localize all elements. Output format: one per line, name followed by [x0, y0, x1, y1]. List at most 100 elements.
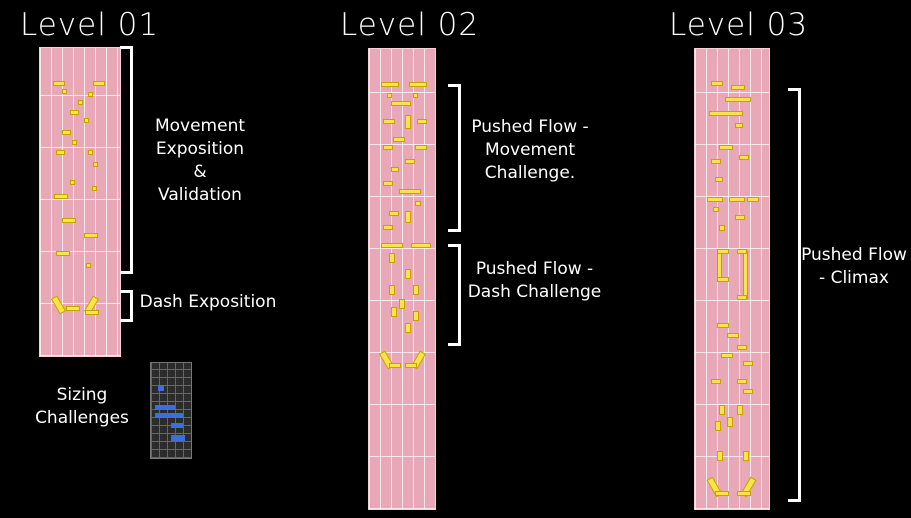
label-line: Pushed Flow -: [475, 259, 594, 279]
level-01-map: [39, 47, 121, 357]
platform: [84, 118, 89, 123]
sizing-block: [158, 385, 164, 391]
platform: [413, 285, 419, 295]
level-03-title: Level 03: [669, 7, 809, 43]
level-02-section-2-label: Pushed Flow - Dash Challenge: [462, 258, 607, 304]
platform: [405, 159, 415, 164]
platform: [729, 197, 745, 202]
platform: [413, 93, 418, 98]
sizing-block: [171, 435, 185, 441]
level-02-section-2-bracket: [448, 244, 461, 346]
platform: [62, 218, 76, 223]
platform: [93, 81, 105, 86]
label-line: Challenge.: [484, 163, 576, 183]
platform: [747, 197, 759, 202]
platform: [735, 123, 743, 128]
platform: [413, 311, 419, 321]
level-03-section-1-label: Pushed Flow - Climax: [800, 244, 908, 290]
label-line: Challenges: [35, 408, 129, 428]
platform: [715, 421, 721, 431]
platform: [717, 277, 729, 282]
platform: [411, 243, 431, 248]
platform: [391, 167, 399, 172]
platform: [381, 243, 403, 248]
platform: [70, 110, 79, 115]
level-01-section-1-label: Movement Exposition & Validation: [140, 115, 260, 207]
platform: [389, 253, 395, 263]
platform: [713, 207, 719, 212]
label-line: Dash Challenge: [467, 282, 602, 302]
level-02-map: [368, 48, 436, 510]
platform: [393, 137, 405, 142]
platform: [743, 251, 748, 299]
platform: [709, 111, 743, 116]
platform: [383, 145, 393, 150]
platform: [389, 285, 395, 295]
platform: [717, 249, 729, 254]
platform: [399, 189, 421, 194]
platform: [70, 180, 75, 185]
label-line: Pushed Flow -: [471, 117, 589, 137]
sizing-challenges-label: Sizing Challenges: [32, 384, 132, 430]
platform: [711, 379, 721, 384]
platform: [719, 225, 725, 231]
platform: [78, 100, 83, 105]
platform: [85, 310, 99, 315]
platform: [715, 177, 723, 182]
platform: [72, 140, 77, 145]
platform: [737, 345, 747, 350]
sizing-block: [171, 423, 183, 428]
platform: [391, 307, 397, 317]
level-01-section-2-bracket: [120, 290, 133, 322]
platform: [743, 451, 749, 461]
label-line: Pushed Flow: [801, 245, 907, 265]
platform: [715, 491, 729, 496]
level-01-section-1-bracket: [120, 46, 133, 274]
platform: [717, 323, 729, 328]
label-line: Validation: [158, 185, 242, 205]
platform: [735, 215, 745, 220]
platform: [719, 145, 733, 150]
platform: [56, 150, 65, 155]
platform: [54, 194, 68, 199]
label-line: Movement: [154, 116, 246, 136]
platform: [88, 92, 93, 97]
label-line: Exposition: [155, 139, 245, 159]
platform: [405, 323, 411, 333]
level-01-section-2-label: Dash Exposition: [138, 291, 278, 314]
sizing-challenges-grid: [150, 362, 192, 459]
platform: [737, 491, 751, 496]
platform: [405, 211, 411, 223]
platform: [383, 181, 393, 186]
platform: [381, 82, 399, 87]
platform: [391, 101, 411, 106]
platform: [387, 93, 392, 98]
platform: [743, 389, 753, 394]
level-01-title: Level 01: [20, 7, 160, 43]
platform: [731, 85, 745, 90]
platform: [415, 145, 427, 150]
platform: [383, 119, 395, 124]
platform: [405, 115, 411, 129]
platform: [389, 211, 399, 216]
platform: [86, 263, 91, 268]
platform: [743, 361, 753, 366]
platform: [739, 155, 749, 160]
level-03-map: [694, 48, 770, 510]
platform: [383, 225, 393, 230]
label-line: Movement: [484, 140, 576, 160]
platform: [737, 295, 747, 300]
platform: [409, 82, 427, 87]
platform: [721, 353, 733, 358]
platform: [66, 306, 80, 311]
platform: [88, 150, 93, 155]
platform: [717, 251, 722, 279]
platform: [711, 81, 723, 86]
platform: [84, 233, 98, 238]
level-03-section-1-bracket: [788, 88, 801, 502]
platform: [415, 201, 421, 206]
sizing-block: [155, 413, 183, 418]
platform: [405, 363, 417, 368]
platform: [50, 295, 67, 315]
platform: [737, 405, 743, 415]
